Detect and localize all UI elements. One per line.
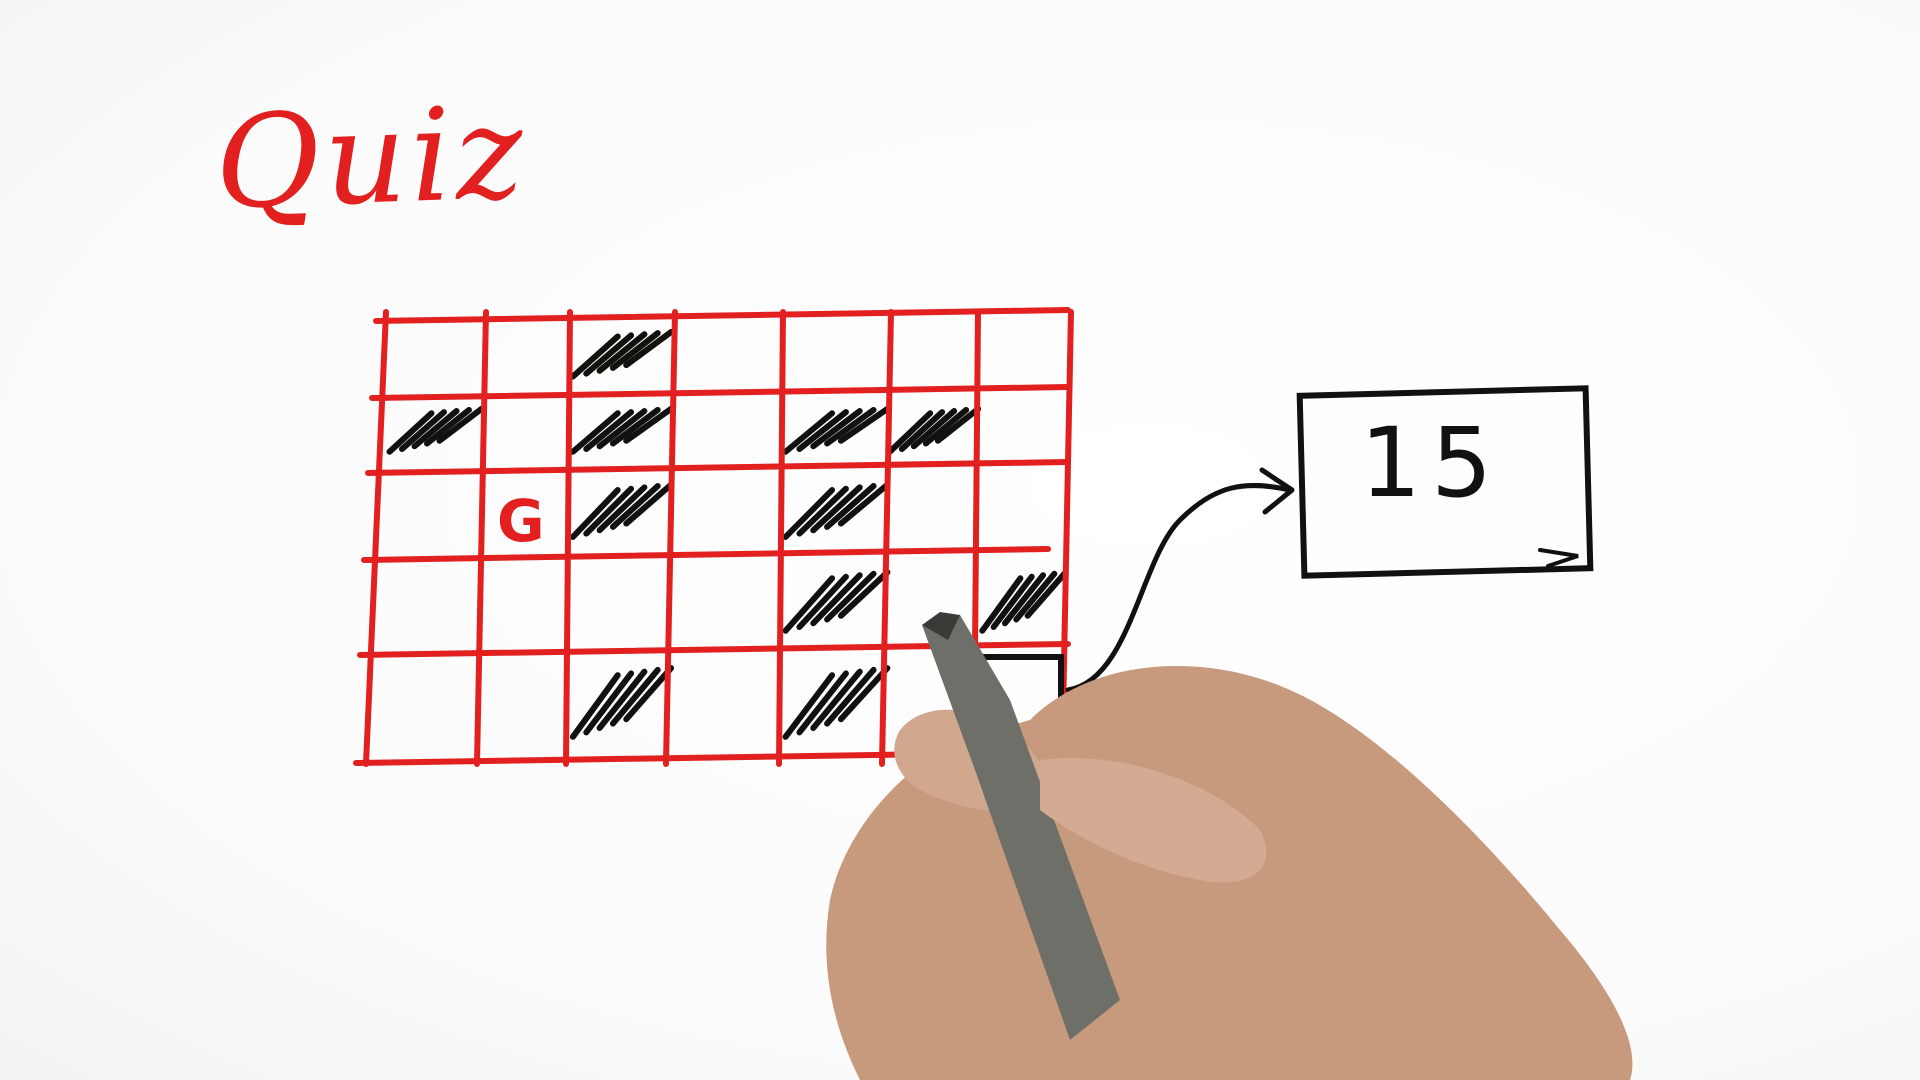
- goal-label: G: [497, 487, 545, 555]
- hatch-stroke: [583, 332, 635, 377]
- hatch-stroke: [824, 666, 877, 727]
- hatch-stroke: [837, 405, 891, 444]
- obstacle-cell: [386, 405, 485, 455]
- hatch-stroke: [1024, 569, 1069, 619]
- grid-col-line: [563, 309, 573, 767]
- hatch-stroke: [583, 485, 635, 537]
- grid-row-line: [369, 384, 1071, 401]
- hatch-stroke: [609, 666, 661, 727]
- grid-col-line: [474, 309, 489, 767]
- hatch-stroke: [796, 670, 849, 736]
- hatch-stroke: [837, 569, 891, 619]
- hatch-stroke: [596, 484, 648, 534]
- obstacle-hatches: [386, 328, 1069, 740]
- hatch-stroke: [596, 331, 648, 374]
- grid-col-line: [663, 309, 678, 767]
- grid-col-line: [363, 309, 389, 767]
- hatch-stroke: [782, 672, 836, 740]
- hatch-stroke: [609, 406, 661, 447]
- hatch-stroke: [810, 484, 863, 534]
- hatch-stroke: [623, 481, 675, 527]
- obstacle-cell: [782, 569, 891, 634]
- hatch-stroke: [569, 410, 621, 455]
- value-box-arrow: [1538, 548, 1579, 568]
- hatch-stroke: [424, 406, 472, 447]
- obstacle-cell: [569, 665, 675, 740]
- hatch-stroke: [569, 333, 621, 380]
- hatch-stroke: [824, 406, 877, 447]
- hatch-stroke: [837, 665, 891, 723]
- hatch-stroke: [782, 575, 836, 634]
- hatch-stroke: [623, 665, 675, 723]
- hatch-stroke: [796, 485, 849, 537]
- value-text: 15: [1360, 407, 1503, 519]
- value-box: [1296, 385, 1594, 579]
- hatch-stroke: [782, 487, 836, 540]
- hatch-stroke: [810, 408, 863, 450]
- obstacle-cell: [782, 405, 891, 455]
- hatch-stroke: [411, 408, 460, 450]
- marker-tip: [922, 612, 960, 640]
- highlighted-cell-ink: [569, 328, 675, 380]
- obstacle-cell: [782, 665, 891, 740]
- obstacle-cell: [886, 405, 982, 455]
- hatch-stroke: [886, 410, 934, 455]
- grid-row-line: [361, 546, 1051, 563]
- hatch-stroke: [1001, 572, 1047, 627]
- hatch-stroke: [824, 570, 877, 623]
- hatch-stroke: [1013, 570, 1058, 623]
- hatch-stroke: [796, 409, 849, 452]
- hatch-stroke: [910, 408, 958, 450]
- hatch-stroke: [810, 668, 863, 731]
- hatch-stroke: [399, 409, 447, 452]
- hatch-stroke: [569, 672, 621, 740]
- hatch-stroke: [623, 405, 675, 444]
- hatch-stroke: [583, 409, 635, 452]
- hatch-stroke: [609, 330, 661, 371]
- obstacle-cell: [979, 569, 1069, 634]
- hatch-stroke: [824, 483, 877, 530]
- hatch-stroke: [922, 406, 970, 447]
- hatch-stroke: [583, 670, 635, 736]
- value-arrow: [1065, 483, 1293, 693]
- obstacle-cell: [782, 481, 891, 540]
- hatch-stroke: [837, 481, 891, 527]
- hatch-stroke: [898, 409, 946, 452]
- obstacle-cell: [569, 405, 675, 455]
- hatch-stroke: [934, 405, 982, 444]
- grid-row-line: [365, 459, 1071, 476]
- grid-lines: [353, 307, 1074, 767]
- hatch-stroke: [596, 408, 648, 450]
- hatch-stroke: [609, 483, 661, 530]
- thumb-shape: [1040, 758, 1267, 883]
- hatch-stroke: [990, 573, 1035, 630]
- grid-row-line: [373, 307, 1071, 324]
- hatch-stroke: [386, 410, 435, 455]
- hatch-stroke: [810, 572, 863, 627]
- obstacle-cell: [569, 481, 675, 540]
- grid-col-line: [776, 309, 786, 767]
- hatch-stroke: [596, 668, 648, 731]
- hatch-stroke: [569, 487, 621, 540]
- value-arrow-head: [1259, 467, 1295, 515]
- hatch-stroke: [623, 328, 675, 369]
- hatch-stroke: [796, 573, 849, 630]
- hatch-stroke: [782, 410, 836, 455]
- hatch-stroke: [436, 405, 485, 444]
- marker-body: [922, 615, 1120, 1040]
- hatch-stroke: [979, 575, 1024, 634]
